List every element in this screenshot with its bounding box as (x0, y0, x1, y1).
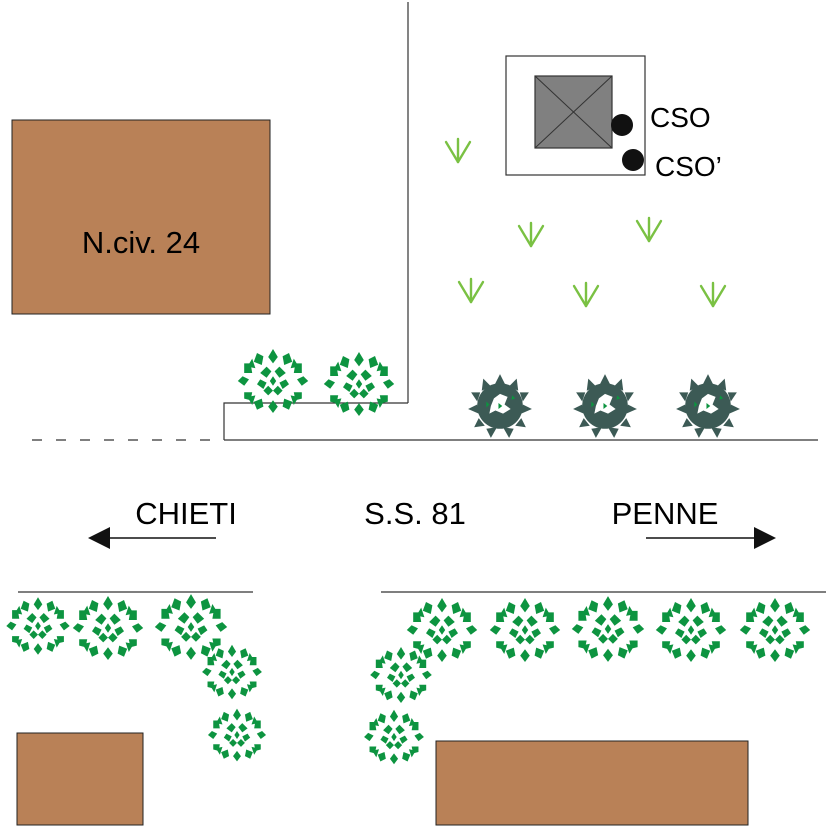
hedge-bush-icon (207, 708, 267, 762)
hedge-bush-icon (364, 709, 424, 765)
grass-tuft-icon (699, 281, 727, 308)
arrow-left-icon (88, 527, 216, 549)
shrub-icon (468, 374, 532, 438)
building-n-civ-24 (11, 119, 271, 315)
direction-left-label: CHIETI (135, 496, 237, 531)
shrub-icon (676, 374, 740, 438)
hedge-bush-icon (489, 598, 561, 662)
grass-tuft-icon (635, 216, 663, 243)
point-2-label: CSO’ (655, 151, 722, 182)
wall-line (223, 402, 408, 440)
hedge-bush-icon (323, 352, 395, 416)
shrub-icon (573, 374, 637, 438)
hedge-bush-icon (202, 644, 262, 700)
hedge-bush-icon (406, 598, 478, 662)
hedge-bush-icon (154, 594, 228, 660)
hedge-bush-icon (655, 598, 727, 662)
measurement-point-icon (611, 114, 633, 136)
building-bottom-right (435, 740, 749, 826)
arrow-right-icon (646, 527, 776, 549)
road-name-label: S.S. 81 (364, 496, 466, 531)
hedge-bush-icon (6, 597, 70, 655)
direction-right-label: PENNE (612, 496, 719, 531)
point-1-label: CSO (650, 102, 711, 133)
grass-tuft-icon (457, 277, 485, 304)
plinth-square (534, 75, 613, 149)
hedge-bush-icon (739, 598, 811, 662)
grass-tuft-icon (444, 137, 472, 164)
measurement-point-icon (622, 149, 644, 171)
hedge-bush-icon (370, 647, 432, 703)
house-number-label: N.civ. 24 (82, 225, 200, 260)
hedge-bush-icon (72, 596, 144, 660)
building-bottom-left (16, 732, 144, 826)
grass-tuft-icon (517, 221, 545, 248)
grass-tuft-icon (572, 281, 600, 308)
hedge-bush-icon (571, 596, 645, 662)
hedge-bottom-right (364, 596, 811, 765)
